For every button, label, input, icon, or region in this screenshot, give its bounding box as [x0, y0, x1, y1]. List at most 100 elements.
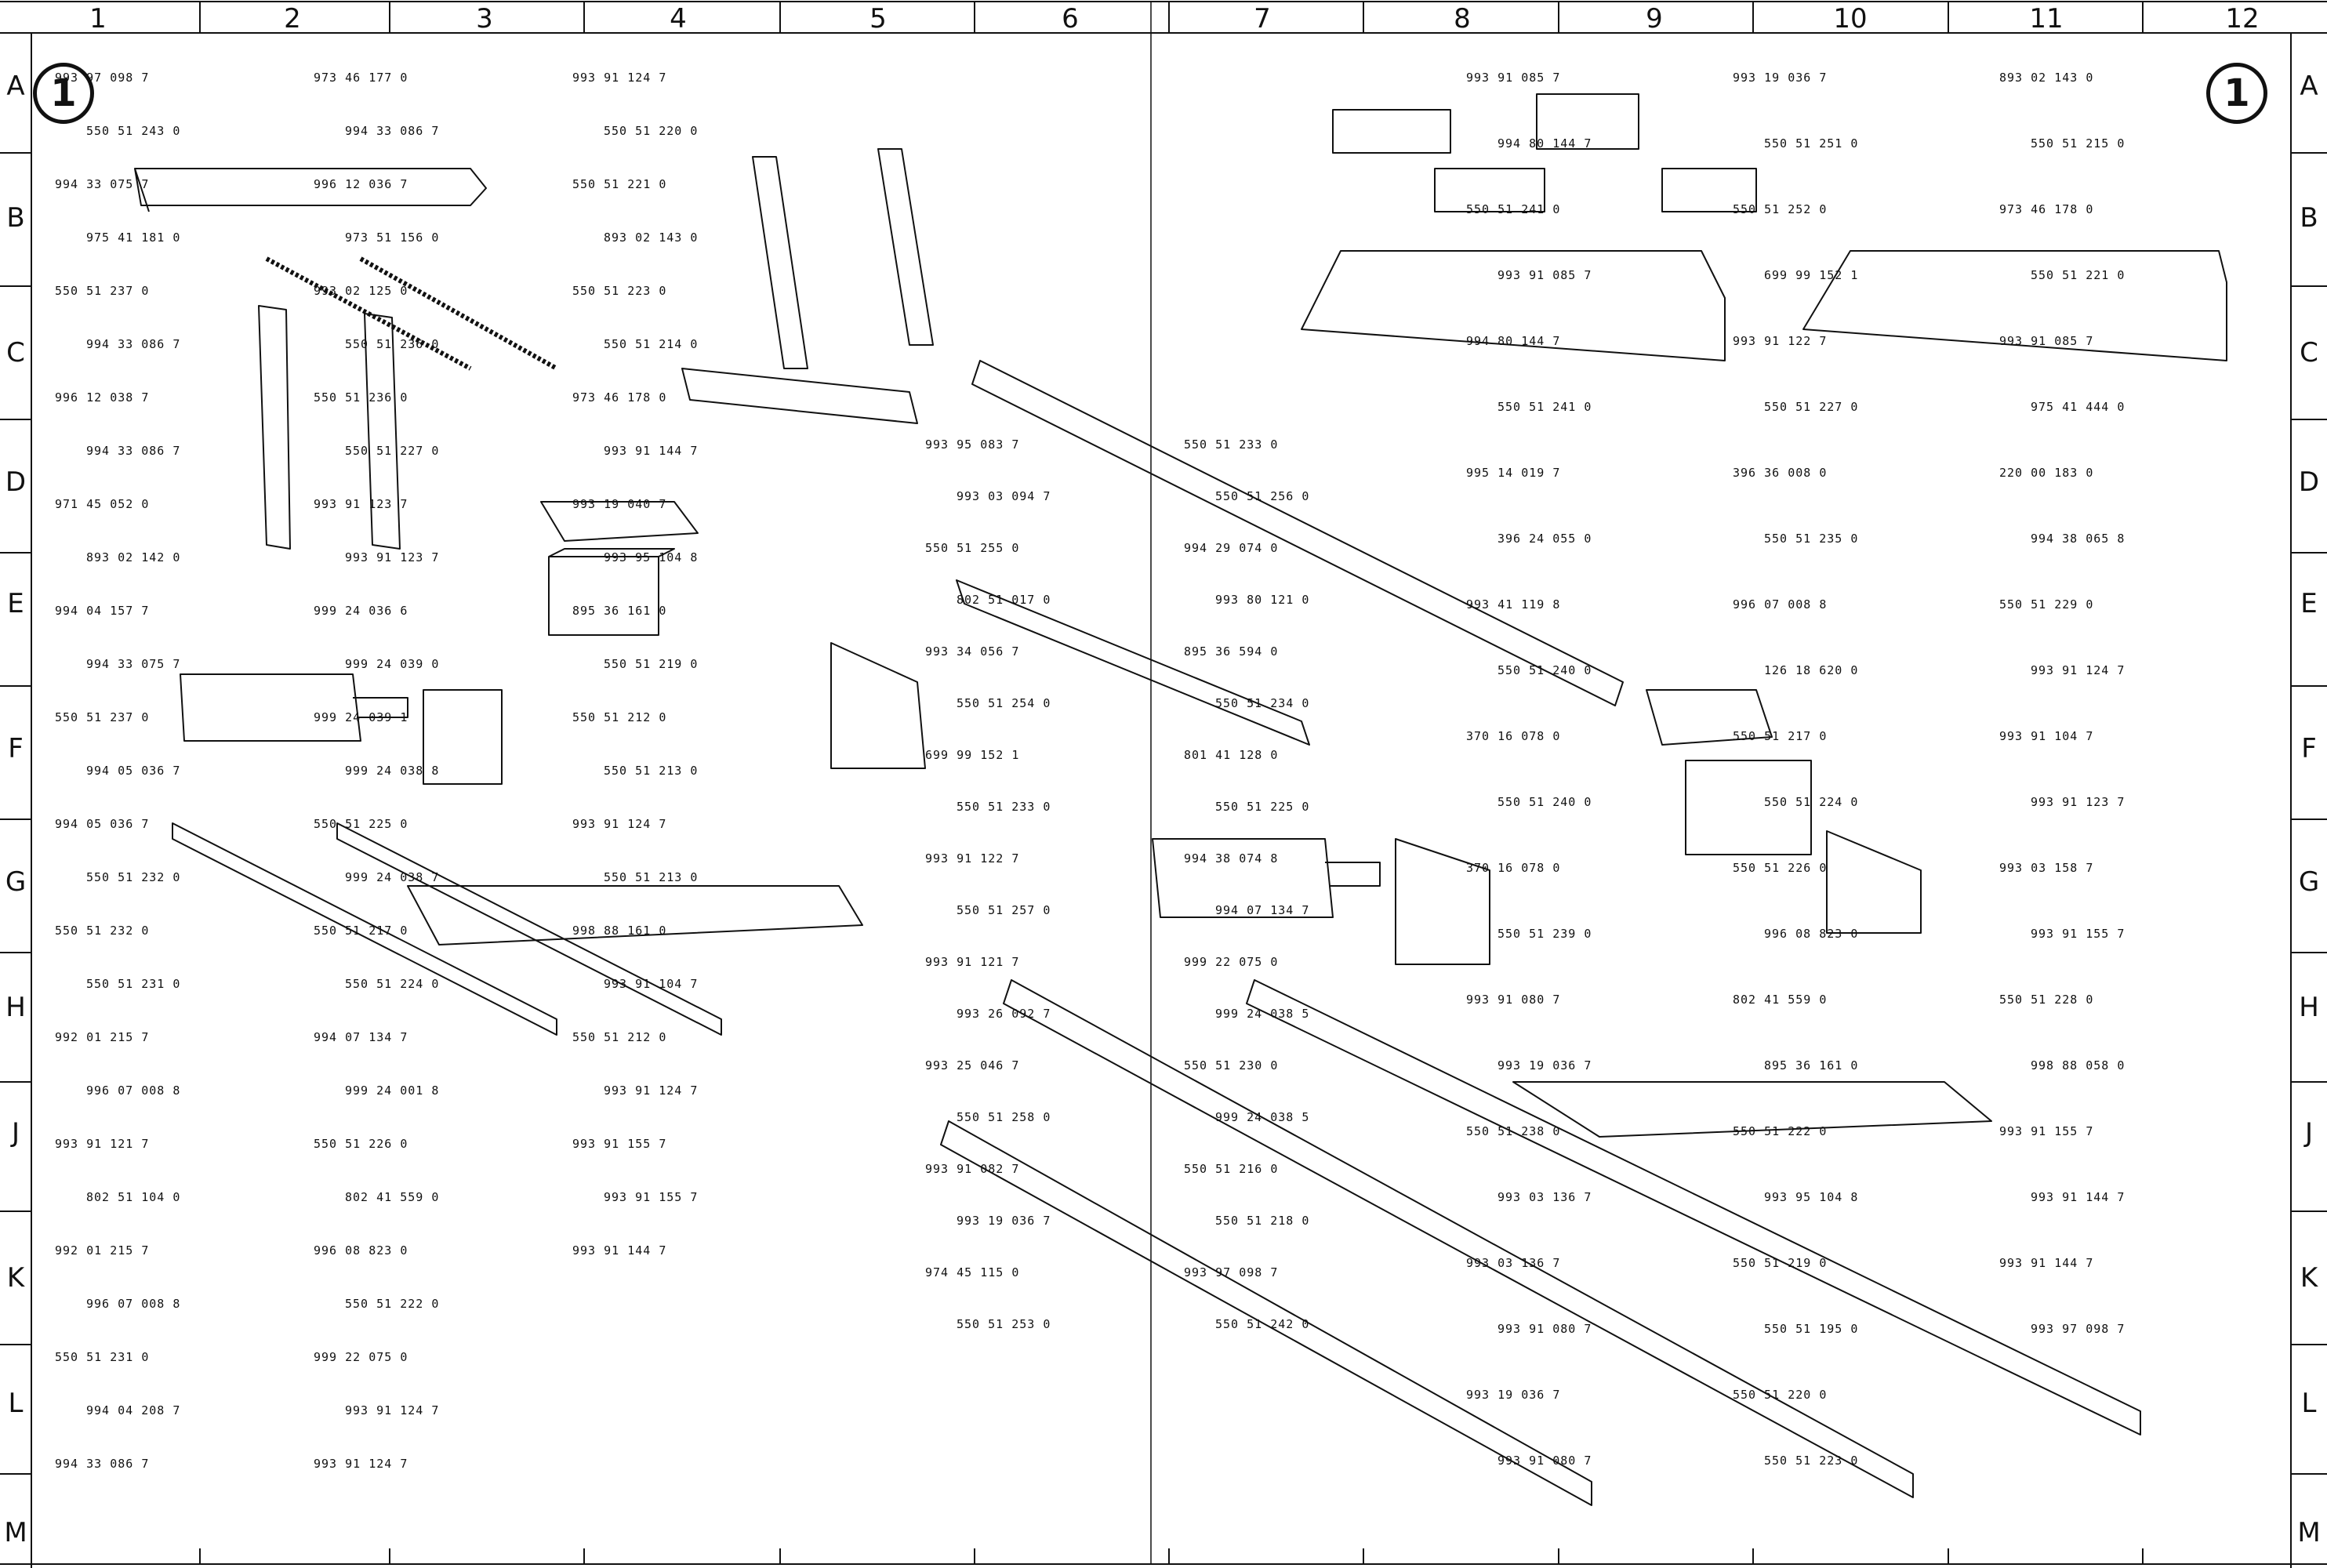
part-number-callout: 996 12 038 7: [55, 390, 150, 405]
part-number-callout: 895 36 161 0: [572, 604, 667, 618]
column-label-8: 8: [1454, 3, 1471, 34]
part-number-callout: 550 51 234 0: [1215, 696, 1310, 710]
part-number-callout: 550 51 240 0: [1497, 795, 1592, 809]
part-number-callout: 993 41 119 8: [1466, 597, 1561, 612]
row-label-K-right: K: [2300, 1262, 2318, 1294]
row-label-G-right: G: [2298, 866, 2320, 898]
row-label-C-left: C: [6, 337, 25, 368]
support-arm-left: [423, 690, 502, 784]
part-number-callout: 550 51 220 0: [1733, 1388, 1828, 1402]
part-number-callout: 550 51 212 0: [572, 1030, 667, 1044]
part-number-callout: 994 29 074 0: [1184, 541, 1279, 555]
part-number-callout: 550 51 226 0: [314, 1137, 408, 1151]
part-number-callout: 550 51 215 0: [2031, 136, 2126, 151]
part-number-callout: 993 91 104 7: [604, 977, 699, 991]
part-number-callout: 550 51 235 0: [1764, 532, 1859, 546]
part-number-callout: 550 51 233 0: [1184, 437, 1279, 452]
column-label-12: 12: [2225, 3, 2260, 34]
part-number-callout: 999 24 039 1: [314, 710, 408, 724]
part-number-callout: 550 51 240 0: [1497, 663, 1592, 677]
row-label-K-left: K: [6, 1262, 25, 1294]
part-number-callout: 550 51 254 0: [957, 696, 1051, 710]
part-number-callout: 993 91 080 7: [1466, 993, 1561, 1007]
part-number-callout: 996 07 008 8: [1733, 597, 1828, 612]
part-number-callout: 993 91 080 7: [1497, 1454, 1592, 1468]
part-number-callout: 993 91 122 7: [1733, 334, 1828, 348]
part-number-callout: 550 51 236 0: [314, 390, 408, 405]
part-number-callout: 994 33 075 7: [86, 657, 181, 671]
part-number-callout: 993 91 144 7: [2031, 1190, 2126, 1204]
part-number-callout: 550 51 219 0: [604, 657, 699, 671]
sheet-number-badge-right: 1: [2206, 63, 2267, 124]
part-number-callout: 994 38 065 8: [2031, 532, 2126, 546]
part-number-callout: 994 05 036 7: [55, 817, 150, 831]
part-number-callout: 975 41 444 0: [2031, 400, 2126, 414]
part-number-callout: 996 12 036 7: [314, 177, 408, 191]
part-number-callout: 699 99 152 1: [925, 748, 1020, 762]
cylinder-right: [1153, 839, 1380, 917]
block-lower: [549, 549, 674, 635]
part-number-callout: 993 91 155 7: [604, 1190, 699, 1204]
row-label-D-left: D: [5, 466, 27, 498]
column-label-2: 2: [284, 3, 301, 34]
part-number-callout: 550 51 219 0: [1733, 1256, 1828, 1270]
bracket-right-b: [1537, 94, 1639, 149]
part-number-callout: 993 02 125 0: [314, 284, 408, 298]
part-number-callout: 550 51 241 0: [1466, 202, 1561, 216]
part-number-callout: 550 51 220 0: [604, 124, 699, 138]
right-cover-plate-b: [1803, 251, 2227, 361]
part-number-callout: 994 07 134 7: [1215, 903, 1310, 917]
column-label-6: 6: [1062, 3, 1079, 34]
row-label-J-right: J: [2304, 1117, 2314, 1149]
part-number-callout: 974 45 115 0: [925, 1265, 1020, 1279]
guide-plate-right: [1827, 831, 1921, 933]
channel-lower-mid: [1004, 980, 1913, 1497]
part-number-callout: 993 19 036 7: [957, 1214, 1051, 1228]
top-cover-plate: [135, 169, 486, 212]
column-label-10: 10: [1833, 3, 1868, 34]
part-number-callout: 993 91 124 7: [314, 1457, 408, 1471]
part-number-callout: 550 51 217 0: [1733, 729, 1828, 743]
column-label-4: 4: [670, 3, 687, 34]
part-number-callout: 550 51 212 0: [572, 710, 667, 724]
part-number-callout: 895 36 161 0: [1764, 1058, 1859, 1073]
part-number-callout: 999 24 036 6: [314, 604, 408, 618]
part-number-callout: 550 51 214 0: [604, 337, 699, 351]
part-number-callout: 993 95 104 8: [604, 550, 699, 564]
part-number-callout: 550 51 228 0: [1999, 993, 2094, 1007]
part-number-callout: 550 51 224 0: [345, 977, 440, 991]
part-number-callout: 994 33 086 7: [55, 1457, 150, 1471]
part-number-callout: 996 08 823 0: [314, 1243, 408, 1258]
row-label-C-right: C: [2300, 337, 2318, 368]
part-number-callout: 993 19 040 7: [572, 497, 667, 511]
part-number-callout: 993 91 123 7: [2031, 795, 2126, 809]
part-number-callout: 550 51 231 0: [86, 977, 181, 991]
part-number-callout: 996 08 823 0: [1764, 927, 1859, 941]
part-number-callout: 993 03 136 7: [1466, 1256, 1561, 1270]
part-number-callout: 993 91 085 7: [1497, 268, 1592, 282]
part-number-callout: 993 25 046 7: [925, 1058, 1020, 1073]
part-number-callout: 999 22 075 0: [1184, 955, 1279, 969]
part-number-callout: 550 51 237 0: [55, 710, 150, 724]
part-number-callout: 993 95 104 8: [1764, 1190, 1859, 1204]
part-number-callout: 893 02 143 0: [1999, 71, 2094, 85]
guide-plate-left: [831, 643, 925, 768]
lever-arm-b: [878, 149, 933, 345]
part-number-callout: 550 51 243 0: [86, 124, 181, 138]
part-number-callout: 994 07 134 7: [314, 1030, 408, 1044]
part-number-callout: 994 33 075 7: [55, 177, 150, 191]
part-number-callout: 996 07 008 8: [86, 1083, 181, 1098]
part-number-callout: 802 41 559 0: [345, 1190, 440, 1204]
part-number-callout: 550 51 216 0: [1184, 1162, 1279, 1176]
part-number-callout: 550 51 213 0: [604, 764, 699, 778]
part-number-callout: 993 91 144 7: [604, 444, 699, 458]
part-number-callout: 550 51 227 0: [1764, 400, 1859, 414]
channel-lower-right: [1247, 980, 2140, 1435]
part-number-callout: 992 01 215 7: [55, 1030, 150, 1044]
part-number-callout: 550 51 253 0: [957, 1317, 1051, 1331]
row-label-H-left: H: [5, 992, 26, 1023]
part-number-callout: 993 19 036 7: [1497, 1058, 1592, 1073]
row-label-E-right: E: [2300, 588, 2318, 619]
